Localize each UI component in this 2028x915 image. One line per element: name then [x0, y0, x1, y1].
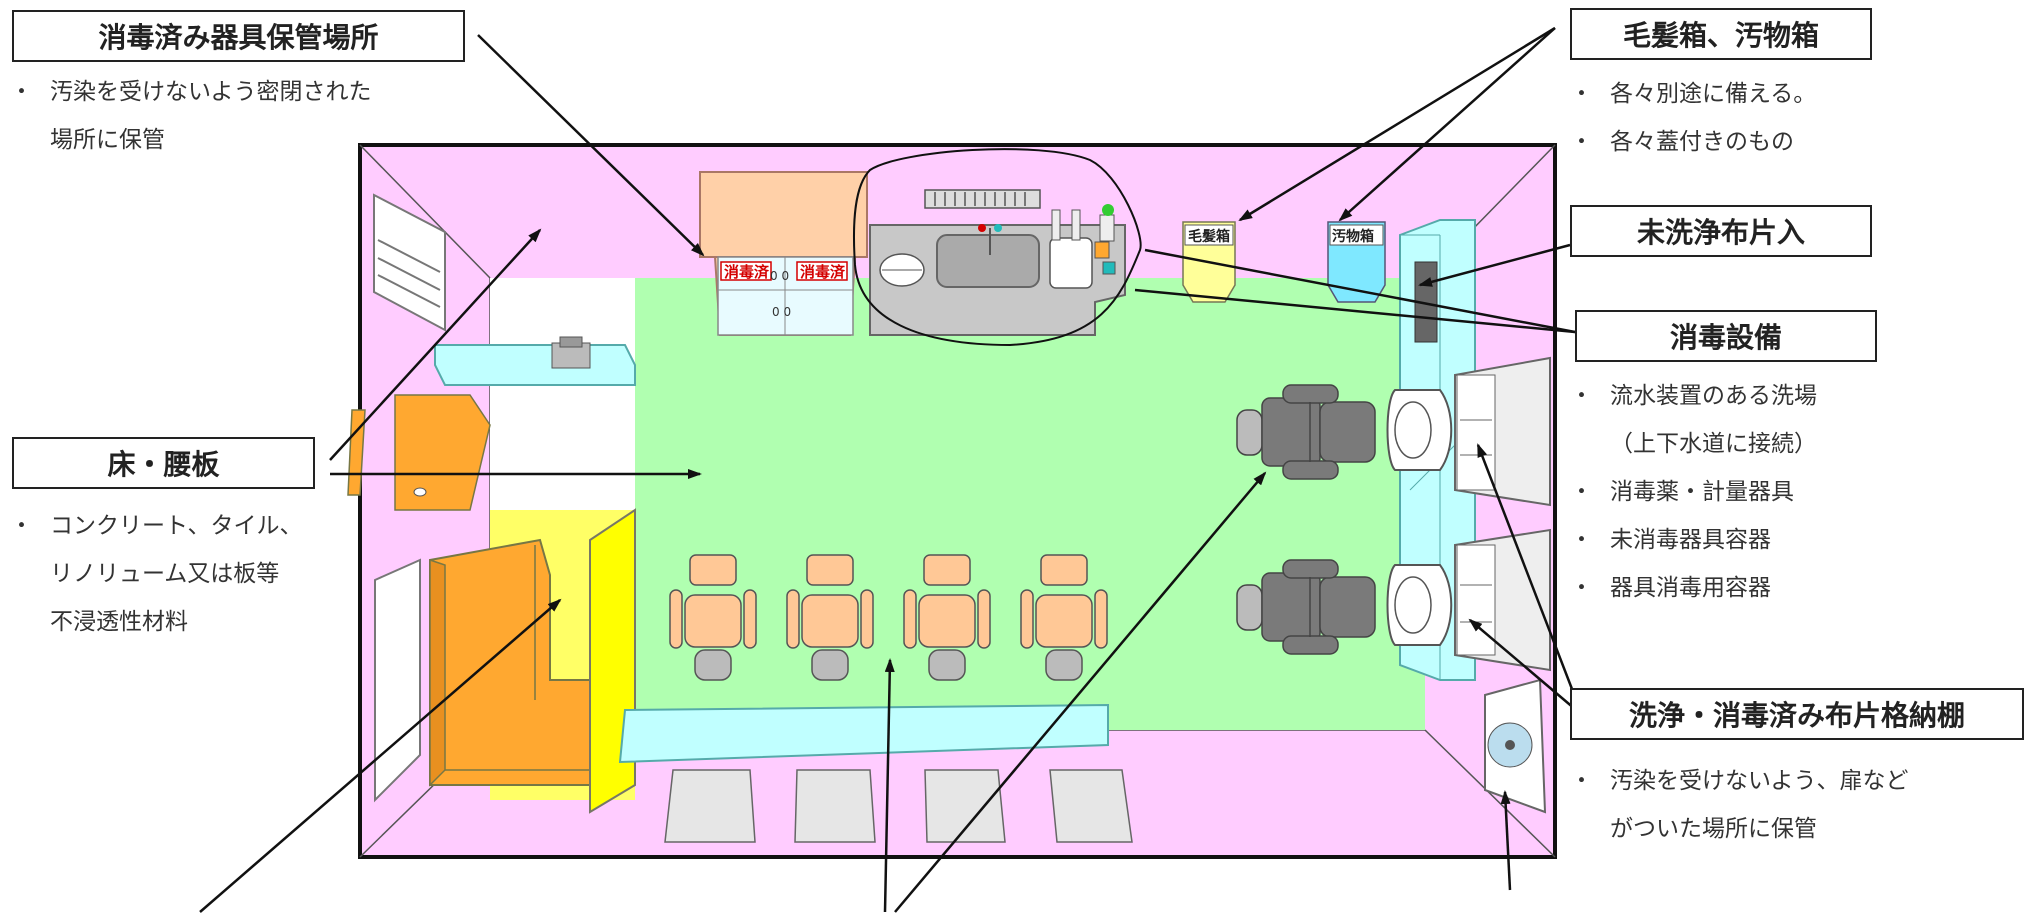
- partition-panel: [589, 508, 636, 814]
- bullet-dot: ・: [1570, 81, 1593, 107]
- sink-counter: [869, 189, 1126, 336]
- note-line: 消毒薬・計量器具: [1610, 479, 1794, 505]
- floor-white-area: [490, 278, 635, 510]
- note-line: 場所に保管: [50, 127, 165, 153]
- bullet-dot: ・: [1570, 383, 1593, 409]
- note-line: リノリューム又は板等: [50, 561, 280, 587]
- note-line: 未消毒器具容器: [1610, 527, 1771, 553]
- cloth-shelves: [1454, 356, 1551, 672]
- note-line: 各々蓋付きのもの: [1610, 129, 1794, 155]
- label-cloth: 洗浄・消毒済み布片格納棚: [1570, 688, 2024, 740]
- bullet-dot: ・: [10, 513, 33, 539]
- bullet-dot: ・: [10, 79, 33, 105]
- label-floor: 床・腰板: [12, 437, 315, 489]
- note-line: 汚染を受けないよう密閉された: [50, 79, 372, 105]
- bullet-dot: ・: [1570, 575, 1593, 601]
- notes-storage: ・汚染を受けないよう密閉された 場所に保管: [10, 68, 372, 164]
- leader-lines: [199, 26, 1584, 913]
- styling-chairs: [669, 554, 1108, 681]
- label-unwashed: 未洗浄布片入: [1570, 205, 1872, 257]
- waiting-sofa: [429, 538, 621, 787]
- notes-hairbin: ・各々別途に備える。 ・各々蓋付きのもの: [1570, 70, 1816, 166]
- note-line: 器具消毒用容器: [1610, 575, 1771, 601]
- note-line: 流水装置のある洗場: [1610, 383, 1817, 409]
- label-hairbin: 毛髪箱、汚物箱: [1570, 8, 1872, 60]
- notes-floor: ・コンクリート、タイル、 リノリューム又は板等 不浸透性材料: [10, 502, 303, 646]
- bullet-dot: ・: [1570, 768, 1593, 794]
- note-line: （上下水道に接続）: [1610, 431, 1817, 457]
- cabinet-left-tag: 消毒済: [724, 263, 770, 281]
- hair-box-tag: 毛髪箱: [1188, 228, 1230, 245]
- note-line: がついた場所に保管: [1610, 816, 1817, 842]
- shampoo-basins: [1386, 389, 1453, 646]
- cabinet-right-tag: 消毒済: [800, 263, 846, 281]
- reception-desk: [434, 336, 636, 386]
- disinfection-oval: [852, 148, 1142, 347]
- bullet-dot: ・: [1570, 527, 1593, 553]
- note-line: コンクリート、タイル、: [50, 513, 303, 539]
- notes-disinfect: ・流水装置のある洗場 （上下水道に接続） ・消毒薬・計量器具 ・未消毒器具容器 …: [1570, 372, 1817, 612]
- note-line: 不浸透性材料: [50, 609, 188, 635]
- label-storage: 消毒済み器具保管場所: [12, 10, 465, 62]
- sterile-storage-cabinet: 消毒済 消毒済 0 0 0 0: [699, 171, 868, 336]
- left-wall-window: [373, 193, 446, 332]
- left-wall-door: [374, 558, 421, 803]
- svg-text:0 0: 0 0: [770, 269, 789, 283]
- note-line: 汚染を受けないよう、扉など: [1610, 768, 1909, 794]
- waste-box-tag: 汚物箱: [1332, 228, 1374, 245]
- notes-cloth: ・汚染を受けないよう、扉など がついた場所に保管: [1570, 757, 1909, 853]
- shampoo-chairs: [1236, 384, 1376, 655]
- wall-fan: [1484, 678, 1547, 814]
- bullet-dot: ・: [1570, 479, 1593, 505]
- svg-text:0 0: 0 0: [772, 305, 791, 319]
- bullet-dot: ・: [1570, 129, 1593, 155]
- floor-mats: [664, 769, 1133, 843]
- label-disinfect: 消毒設備: [1575, 310, 1877, 362]
- note-line: 各々別途に備える。: [1610, 81, 1817, 107]
- mirror-counter: [618, 703, 1109, 764]
